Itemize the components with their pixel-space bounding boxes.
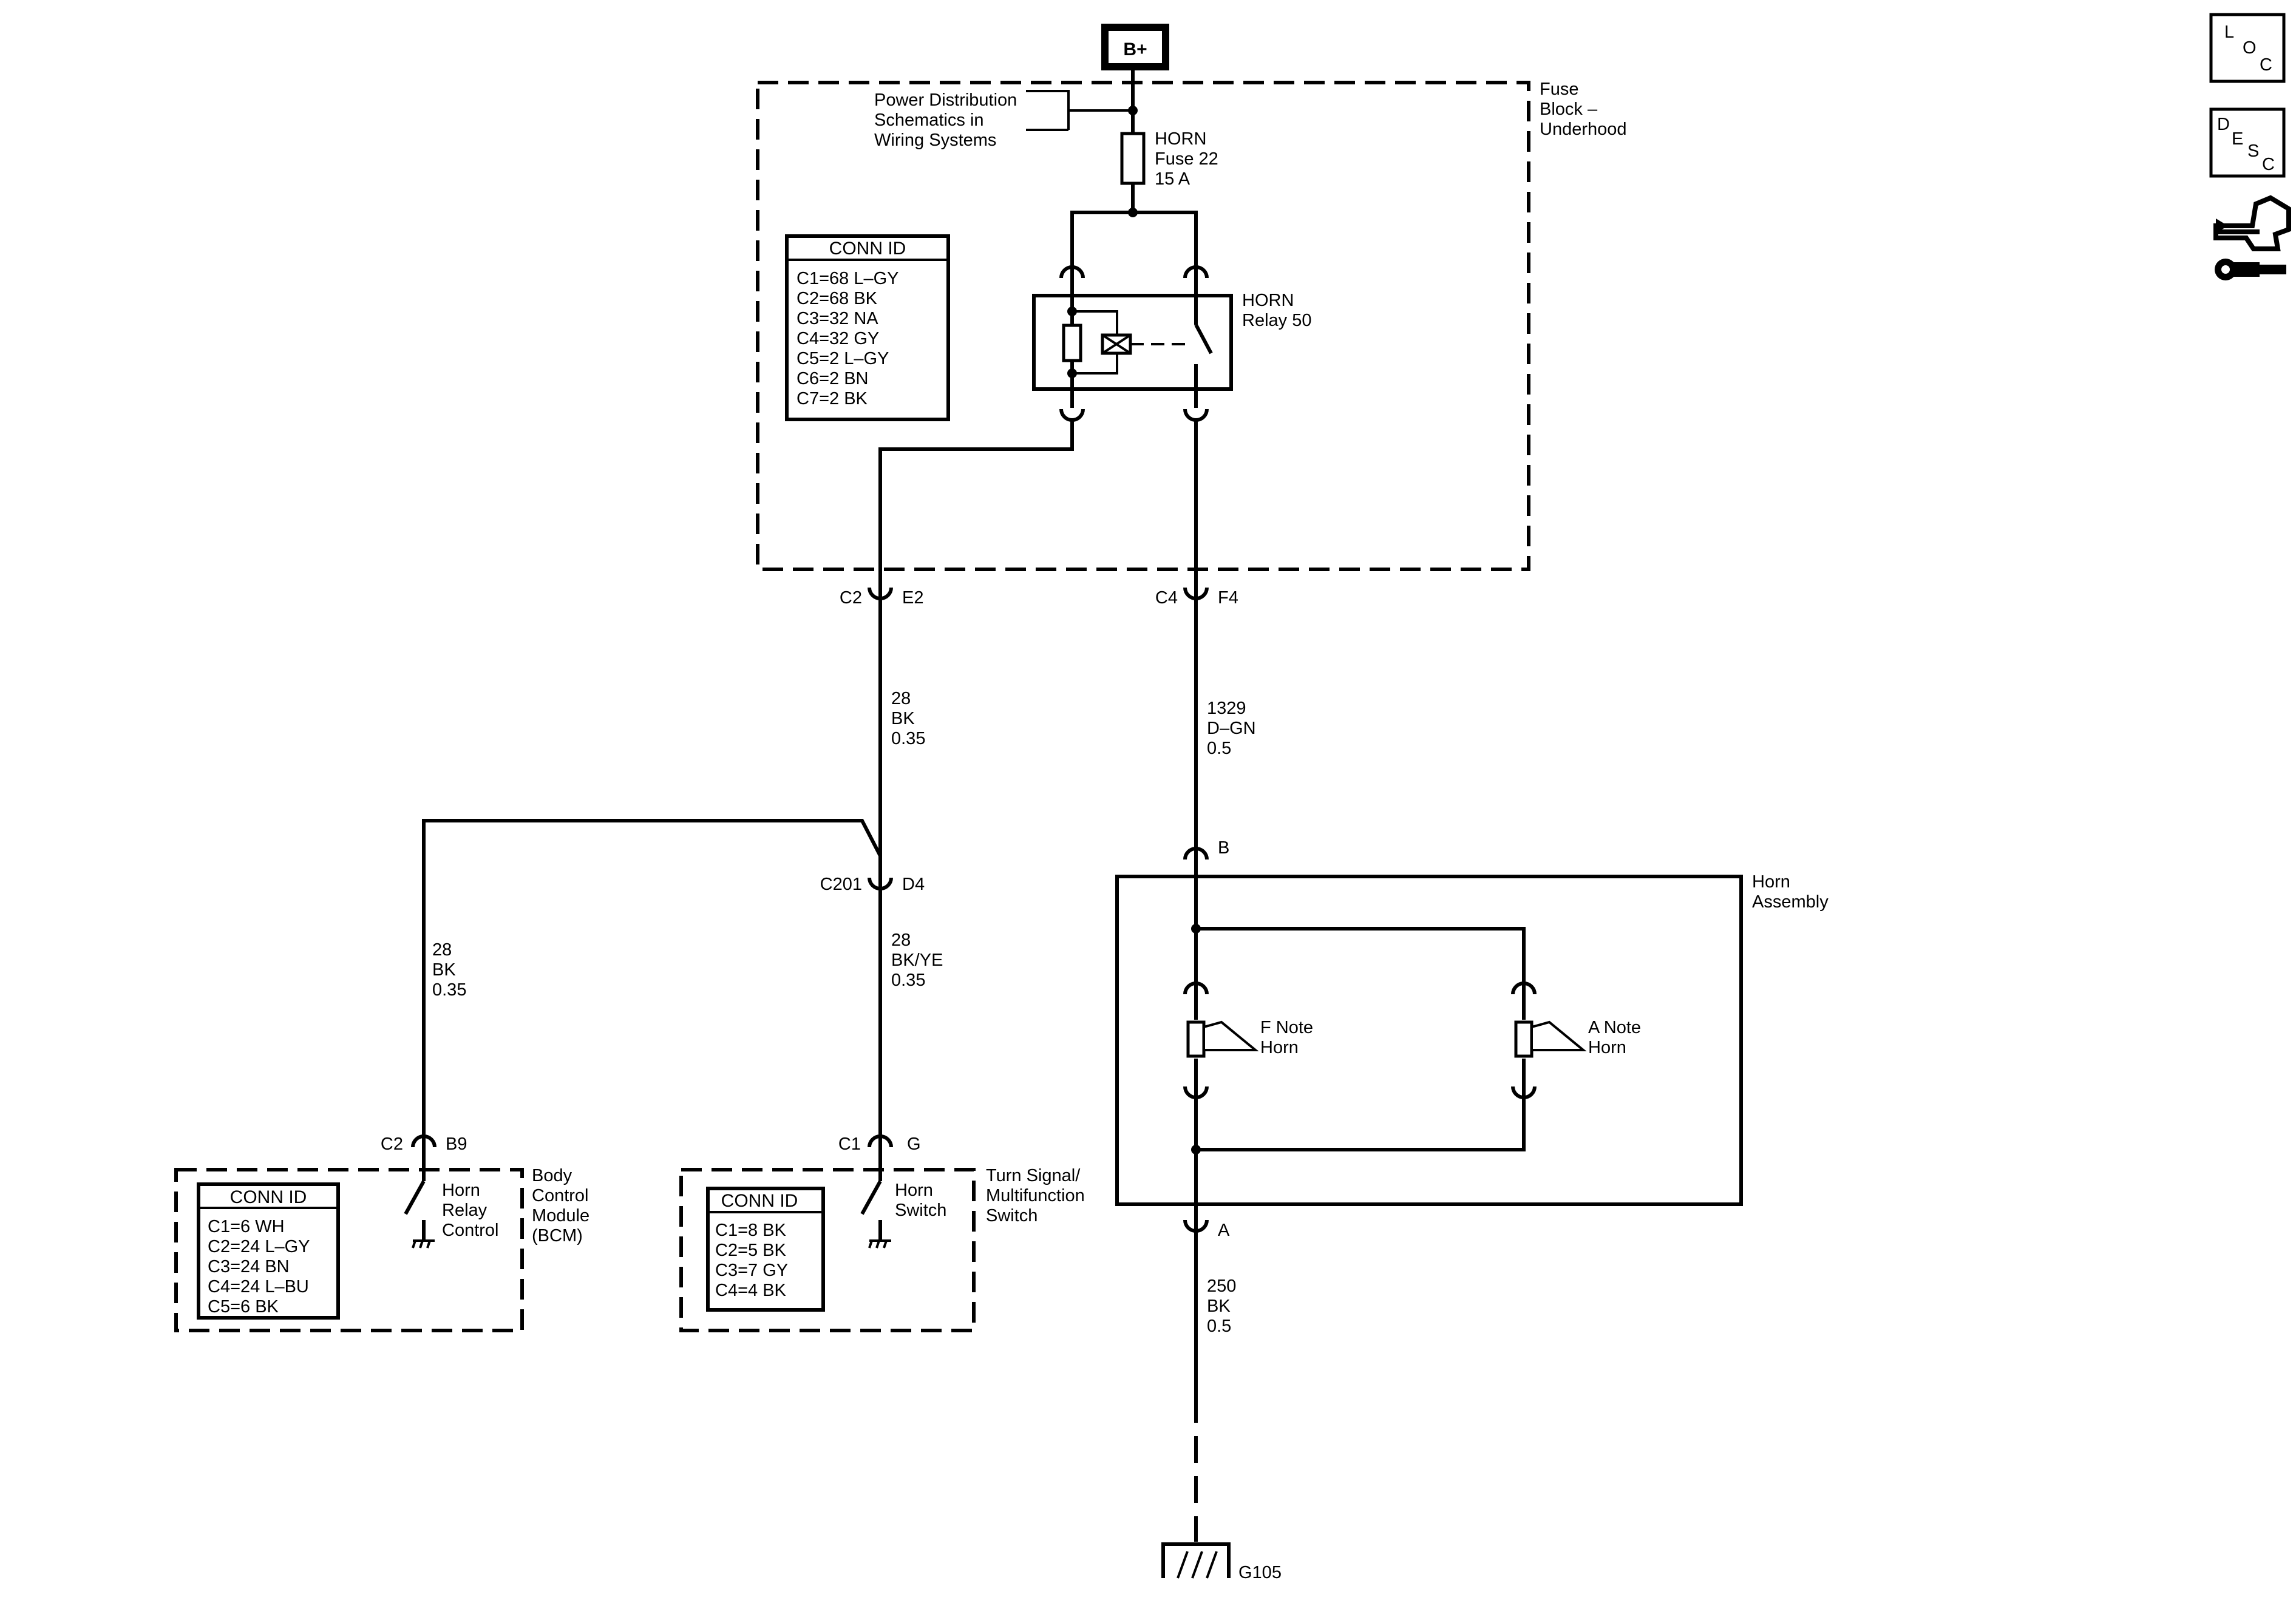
f-note-horn	[1183, 981, 1259, 1099]
turn-signal-connector-c1-g	[868, 1134, 893, 1173]
horn-assembly-boundary	[1115, 875, 1743, 1206]
horn-assembly-pin-b	[1183, 847, 1209, 878]
wire-28-bk-bcm-label: 28 BK 0.35	[432, 940, 466, 1000]
turn-signal-switch-boundary	[679, 1168, 976, 1332]
relay-pin-connector	[1183, 408, 1209, 422]
svg-text:C1=8 BK C2=5 BK C3: C1=8 BK C2=5 BK C3=7 GY C4=4 BK	[715, 1221, 793, 1300]
horn-switch	[860, 1173, 891, 1249]
bcm-connector-b9-pin: B9	[446, 1134, 467, 1154]
svg-text:C: C	[2260, 55, 2272, 75]
horn-relay-label: HORN Relay 50	[1242, 291, 1311, 330]
wire-250-bk-label: 250 BK 0.5	[1207, 1276, 1241, 1336]
ground-g105-icon	[1161, 1542, 1231, 1579]
svg-text:C: C	[2262, 155, 2275, 174]
svg-text:E: E	[2232, 129, 2243, 149]
description-view-icon[interactable]: D E S C	[2209, 107, 2286, 178]
turn-signal-conn-id-table: CONN ID C1=8 BK C2=5 BK C3=7 GY C4=4 BK	[706, 1187, 825, 1312]
fuse-block-boundary	[756, 81, 1530, 571]
a-note-horn	[1511, 981, 1587, 1099]
splice-c201-label: C201	[820, 875, 862, 894]
svg-text:C1=68 L–GY C2=68 BK: C1=68 L–GY C2=68 BK C3=32 NA C4=32 GY C5…	[796, 269, 903, 408]
svg-text:D: D	[2217, 115, 2230, 134]
svg-text:S: S	[2247, 141, 2259, 161]
ground-g105-label: G105	[1238, 1563, 1282, 1582]
battery-positive-label: B+	[1123, 39, 1147, 59]
horn-assembly-title: Horn Assembly	[1752, 872, 1829, 912]
connector-c4-label: C4	[1155, 588, 1178, 608]
horn-relay-50	[1032, 294, 1233, 391]
connector-c2-e2	[868, 583, 893, 604]
horn-switch-label: Horn Switch	[895, 1181, 946, 1220]
power-distribution-reference: Power Distribution Schematics in Wiring …	[874, 90, 1022, 150]
horn-fuse-22	[1120, 132, 1146, 185]
bcm-title: Body Control Module (BCM)	[532, 1166, 594, 1246]
location-view-icon[interactable]: L O C	[2209, 13, 2286, 83]
connector-c2-label: C2	[840, 588, 862, 608]
svg-text:CONN ID: CONN ID	[230, 1187, 307, 1207]
horn-assembly-pin-a	[1183, 1204, 1209, 1233]
bcm-connector-c2-label: C2	[381, 1134, 403, 1154]
f-note-horn-label: F Note Horn	[1260, 1018, 1318, 1057]
horn-assembly-pin-a-label: A	[1218, 1221, 1230, 1240]
wire-1329-dgn-label: 1329 D–GN 0.5	[1207, 699, 1261, 758]
horn-relay-control-label: Horn Relay Control	[442, 1181, 499, 1240]
connector-f4-pin: F4	[1218, 588, 1238, 608]
battery-positive-terminal: B+	[1101, 24, 1169, 70]
svg-text:O: O	[2243, 38, 2257, 58]
ground-symbol-icon	[412, 1239, 435, 1249]
wire-28-bkye-label: 28 BK/YE 0.35	[891, 931, 948, 990]
ground-symbol-icon	[868, 1239, 891, 1249]
relay-pin-connector	[1059, 408, 1085, 422]
turn-signal-connector-g-pin: G	[907, 1134, 921, 1154]
svg-text:L: L	[2224, 22, 2234, 42]
fuse-block-title: Fuse Block – Underhood	[1540, 80, 1627, 139]
svg-text:C1=6 WH C2=24 L–GY: C1=6 WH C2=24 L–GY C3=24 BN C4=24 L–BU C…	[208, 1217, 314, 1317]
connector-c201-d4	[868, 856, 893, 890]
turn-signal-switch-title: Turn Signal/ Multifunction Switch	[986, 1166, 1090, 1225]
connector-repair-icon[interactable]	[2213, 195, 2291, 280]
horn-fuse-label: HORN Fuse 22 15 A	[1155, 129, 1223, 189]
svg-text:CONN ID: CONN ID	[829, 239, 906, 259]
horn-relay-control-switch	[404, 1173, 435, 1249]
horn-assembly-pin-b-label: B	[1218, 838, 1229, 858]
connector-e2-pin: E2	[902, 588, 923, 608]
bcm-boundary	[174, 1168, 524, 1332]
fuse-block-conn-id-table: CONN ID C1=68 L–GY C2=68 BK C3=32 NA C4=…	[785, 234, 950, 421]
a-note-horn-label: A Note Horn	[1588, 1018, 1646, 1057]
turn-signal-connector-c1-label: C1	[838, 1134, 861, 1154]
splice-d4-pin: D4	[902, 875, 925, 894]
wire-28-bk-label: 28 BK 0.35	[891, 689, 925, 748]
connector-c4-f4	[1183, 583, 1209, 604]
bcm-conn-id-table: CONN ID C1=6 WH C2=24 L–GY C3=24 BN C4=2…	[197, 1182, 340, 1320]
bcm-connector-c2-b9	[411, 1134, 436, 1173]
svg-text:CONN ID: CONN ID	[721, 1191, 798, 1211]
